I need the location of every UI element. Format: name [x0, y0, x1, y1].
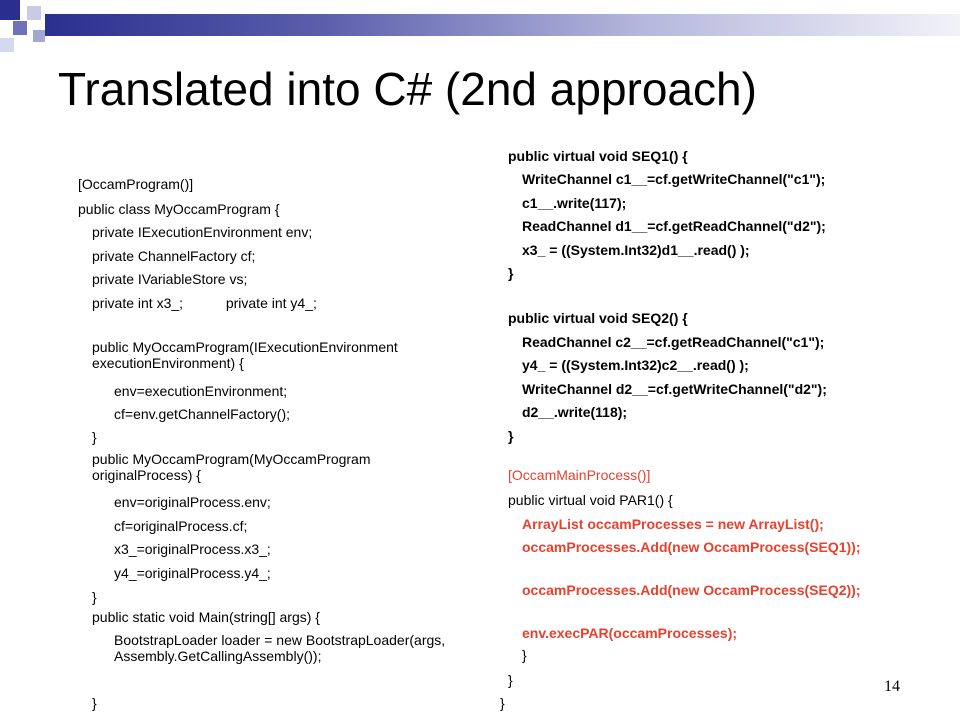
- decor-square-mid: [13, 21, 27, 35]
- left-code-line: private IExecutionEnvironment env;: [92, 224, 313, 240]
- right-code-line: }: [522, 647, 527, 663]
- left-code-line: public MyOccamProgram(IExecutionEnvironm…: [92, 339, 402, 371]
- left-code-line: y4_=originalProcess.y4_;: [114, 565, 271, 581]
- left-code-line: cf=originalProcess.cf;: [114, 518, 248, 534]
- right-code-line: }: [508, 428, 514, 444]
- decor-square-pale: [0, 38, 14, 52]
- page-number: 14: [884, 678, 900, 695]
- right-code-line: WriteChannel d2__=cf.getWriteChannel("d2…: [522, 381, 827, 397]
- right-code-line: }: [508, 265, 514, 281]
- left-code-line: x3_=originalProcess.x3_;: [114, 541, 271, 557]
- left-code-line: env=originalProcess.env;: [114, 494, 271, 510]
- right-code-line: env.execPAR(occamProcesses);: [522, 625, 738, 641]
- left-code-line: [OccamProgram()]: [78, 176, 194, 192]
- right-code-line: ArrayList occamProcesses = new ArrayList…: [522, 516, 824, 532]
- right-code-line: ReadChannel d1__=cf.getReadChannel("d2")…: [522, 218, 826, 234]
- right-code-line: [OccamMainProcess()]: [508, 467, 651, 483]
- left-code-line: BootstrapLoader loader = new BootstrapLo…: [114, 632, 449, 664]
- left-code-line: cf=env.getChannelFactory();: [114, 406, 290, 422]
- decor-square-dark: [0, 0, 20, 20]
- right-code-line: x3_ = ((System.Int32)d1__.read() );: [522, 242, 750, 258]
- right-code-line: y4_ = ((System.Int32)c2__.read() );: [522, 357, 749, 373]
- right-code-line: ReadChannel c2__=cf.getReadChannel("c1")…: [522, 334, 825, 350]
- right-code-line: public virtual void SEQ2() {: [508, 310, 688, 326]
- right-code-line: occamProcesses.Add(new OccamProcess(SEQ2…: [522, 582, 861, 598]
- right-code-line: occamProcesses.Add(new OccamProcess(SEQ1…: [522, 539, 861, 555]
- header-gradient-bar: [45, 14, 960, 36]
- right-code-line: WriteChannel c1__=cf.getWriteChannel("c1…: [522, 171, 826, 187]
- left-code-line: public MyOccamProgram(MyOccamProgram ori…: [92, 451, 375, 483]
- right-code-line: public virtual void SEQ1() {: [508, 148, 688, 164]
- decor-square-light: [27, 6, 41, 20]
- left-code-line: private int x3_; private int y4_;: [92, 295, 317, 311]
- left-code-line: private ChannelFactory cf;: [92, 248, 256, 264]
- right-code-line: }: [500, 695, 505, 711]
- left-code-line: env=executionEnvironment;: [114, 383, 288, 399]
- right-code-line: d2__.write(118);: [522, 404, 628, 420]
- left-code-line: private IVariableStore vs;: [92, 271, 248, 287]
- slide-title: Translated into C# (2nd approach): [58, 63, 757, 115]
- right-code-line: c1__.write(117);: [522, 195, 627, 211]
- right-code-line: public virtual void PAR1() {: [508, 492, 673, 508]
- left-code-line: }: [92, 429, 97, 445]
- left-code-line: public class MyOccamProgram {: [78, 201, 280, 217]
- left-code-line: }: [92, 695, 97, 711]
- left-code-line: public static void Main(string[] args) {: [92, 609, 320, 625]
- decor-square-soft: [33, 30, 45, 42]
- right-code-line: }: [508, 672, 513, 688]
- left-code-line: }: [92, 589, 97, 605]
